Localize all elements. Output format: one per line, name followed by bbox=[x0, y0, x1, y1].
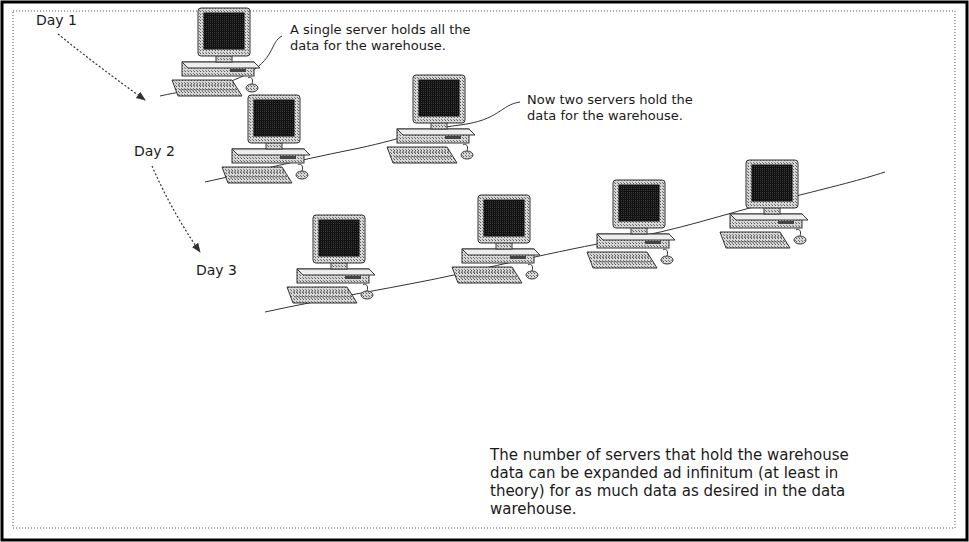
day-label: Day 1 bbox=[36, 12, 77, 29]
day-label: Day 2 bbox=[134, 143, 175, 160]
note-text: A single server holds all the data for t… bbox=[290, 22, 480, 54]
server-computer bbox=[172, 8, 260, 96]
time-arrow bbox=[58, 34, 145, 100]
note-text: The number of servers that hold the ware… bbox=[490, 446, 850, 518]
day-label: Day 3 bbox=[196, 262, 237, 279]
server-computer bbox=[452, 195, 540, 283]
inner-frame bbox=[13, 11, 955, 528]
server-computer bbox=[222, 95, 310, 183]
server-computer bbox=[720, 160, 808, 248]
note-text: Now two servers hold the data for the wa… bbox=[527, 92, 717, 124]
server-computer bbox=[287, 215, 375, 303]
server-computer bbox=[587, 180, 675, 268]
server-computer bbox=[387, 75, 475, 163]
time-arrow bbox=[152, 166, 200, 252]
